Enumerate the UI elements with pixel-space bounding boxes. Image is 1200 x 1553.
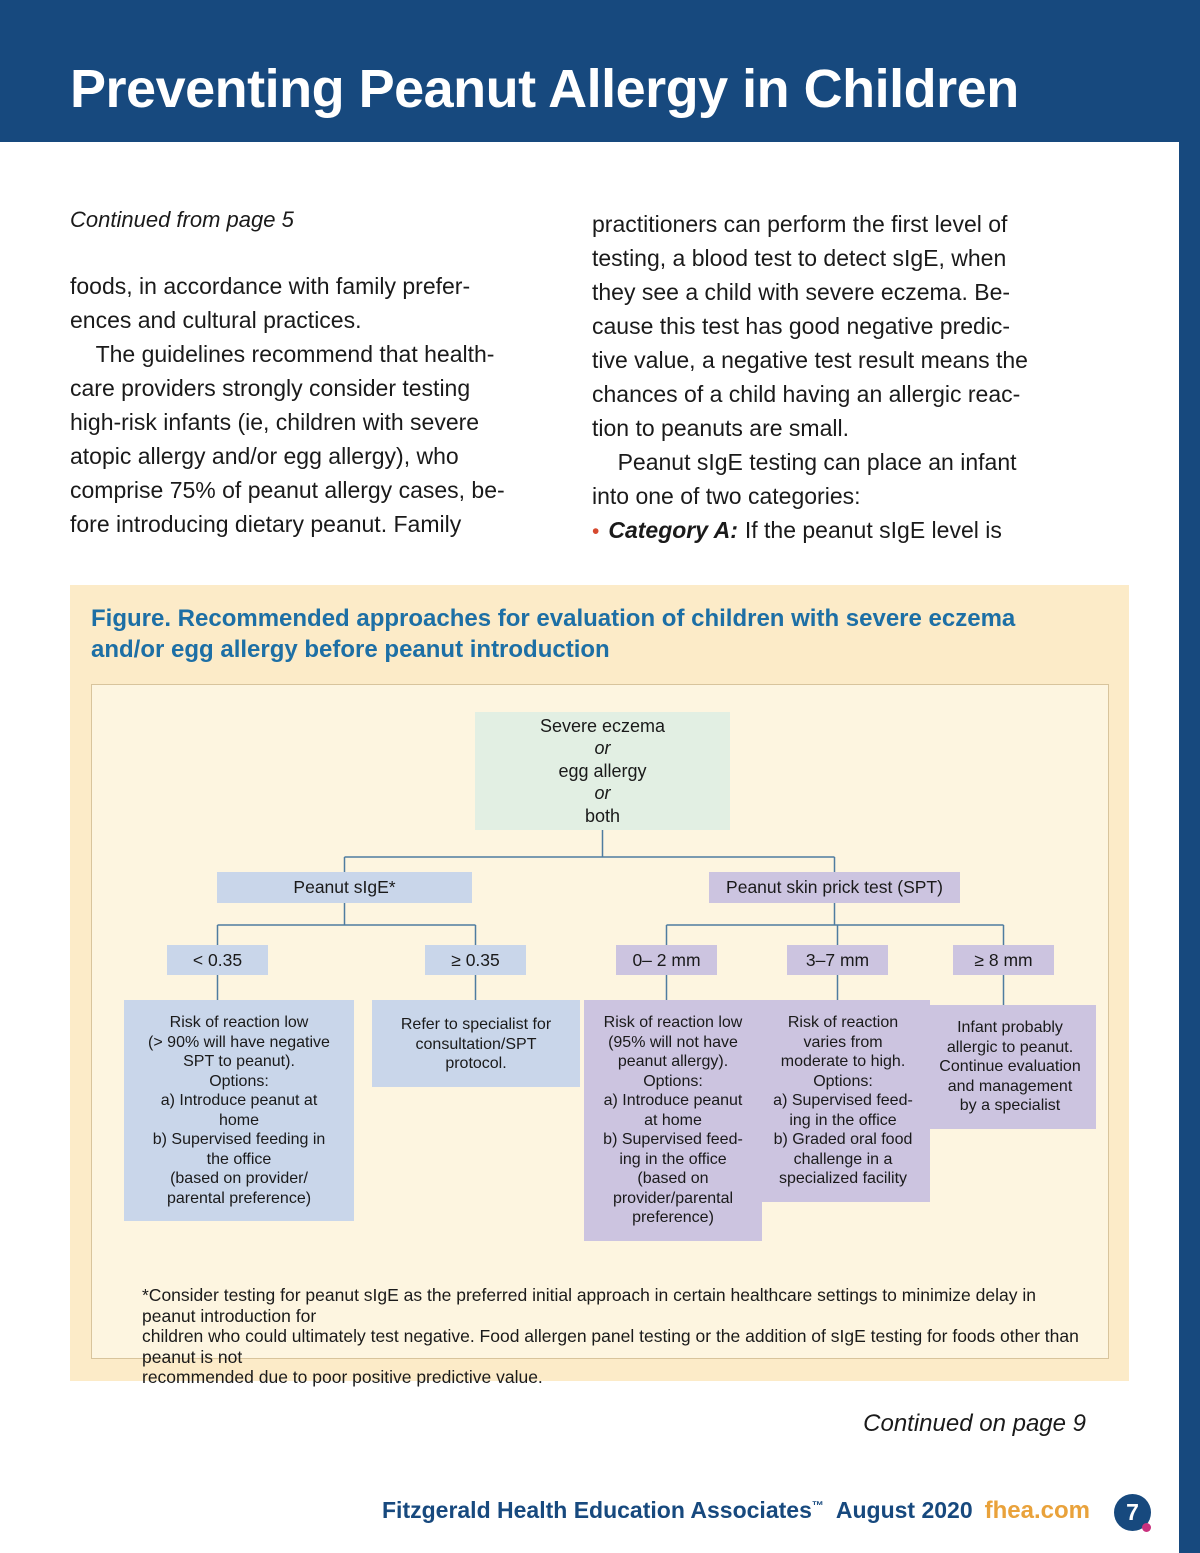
node-3-7-mm: 3–7 mm (787, 945, 888, 975)
website-link[interactable]: fhea.com (984, 1497, 1090, 1524)
figure-footnote: *Consider testing for peanut sIgE as the… (142, 1285, 1079, 1387)
node-peanut-sige: Peanut sIgE* (217, 872, 472, 903)
flowchart-area: Severe eczema or egg allergy or both Pea… (91, 684, 1109, 1387)
left-column: Continued from page 5 foods, in accordan… (70, 207, 582, 541)
root-node-or: or (594, 783, 611, 804)
root-node-or: or (594, 738, 611, 759)
outcome-low-risk-sige: Risk of reaction low (> 90% will have ne… (124, 1000, 354, 1221)
issue-date: August 2020 (835, 1497, 973, 1523)
node-lt-0-35: < 0.35 (167, 945, 268, 975)
paragraph-right-2: Peanut sIgE testing can place an infant … (592, 449, 1017, 509)
node-ge-0-35: ≥ 0.35 (425, 945, 526, 975)
page-title: Preventing Peanut Allergy in Children (70, 59, 1019, 119)
outcome-low-risk-spt: Risk of reaction low (95% will not have … (584, 1000, 762, 1241)
node-peanut-spt: Peanut skin prick test (SPT) (709, 872, 960, 903)
outcome-moderate-high-risk: Risk of reaction varies from moderate to… (756, 1000, 930, 1202)
right-column: practitioners can perform the first leve… (592, 207, 1116, 549)
root-node-line: both (584, 805, 621, 826)
node-0-2-mm: 0– 2 mm (616, 945, 717, 975)
node-ge-8-mm: ≥ 8 mm (953, 945, 1054, 975)
right-edge-bar (1179, 0, 1200, 1553)
category-a-text: If the peanut sIgE level is (744, 517, 1002, 543)
root-node-line: Severe eczema (539, 715, 666, 736)
page-number-badge: 7 (1114, 1494, 1151, 1532)
publisher-text: Fitzgerald Health Education Associates (382, 1497, 812, 1523)
paragraph-left-1: foods, in accordance with family prefer-… (70, 273, 471, 333)
category-a-bullet: • Category A:If the peanut sIgE level is (592, 513, 1116, 549)
continued-on-note: Continued on page 9 (863, 1410, 1086, 1437)
trademark-symbol: ™ (811, 1498, 824, 1513)
category-a-label: Category A: (608, 517, 738, 543)
root-node-line: egg allergy (558, 760, 647, 781)
figure-panel: Figure. Recommended approaches for evalu… (70, 585, 1129, 1387)
continued-from-note: Continued from page 5 (70, 207, 294, 232)
paragraph-left-2: The guidelines recommend that health- ca… (70, 341, 505, 537)
page-header: Preventing Peanut Allergy in Children (0, 0, 1200, 142)
outcome-refer-specialist: Refer to specialist for consultation/SPT… (372, 1000, 580, 1087)
flowchart-connector-lines (216, 830, 1005, 1005)
bullet-icon: • (592, 520, 600, 543)
page-number: 7 (1126, 1499, 1139, 1525)
node-severe-eczema-egg-allergy: Severe eczema or egg allergy or both (475, 712, 730, 830)
publisher-name: Fitzgerald Health Education Associates™ (382, 1497, 824, 1524)
outcome-probable-allergy: Infant probably allergic to peanut. Cont… (924, 1005, 1096, 1129)
figure-title: Figure. Recommended approaches for evalu… (91, 605, 1016, 663)
page-footer: Fitzgerald Health Education Associates™ … (382, 1497, 1090, 1525)
paragraph-right-1: practitioners can perform the first leve… (592, 211, 1028, 441)
